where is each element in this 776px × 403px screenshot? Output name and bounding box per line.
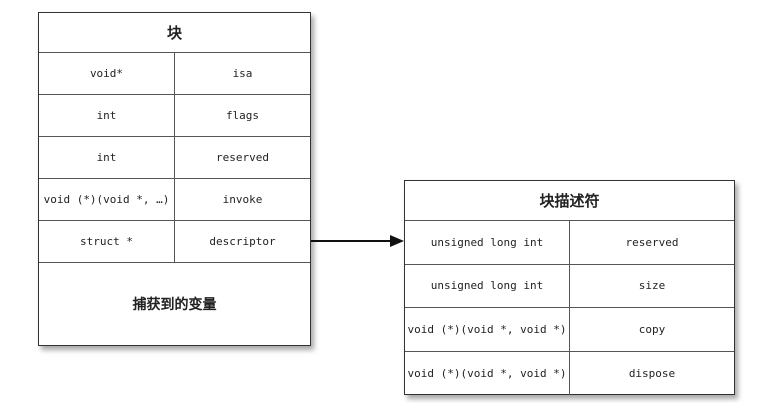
descriptor-row-dispose: void (*)(void *, void *) dispose [405, 351, 734, 395]
descriptor-row-size: unsigned long int size [405, 264, 734, 308]
field-type: unsigned long int [430, 235, 544, 249]
field-name: copy [569, 308, 734, 351]
field-type: int [96, 151, 117, 164]
field-type: unsigned long int [430, 279, 544, 293]
block-row-isa: void* isa [39, 53, 310, 95]
block-title: 块 [39, 13, 310, 53]
field-type: void (*)(void *, void *) [407, 322, 567, 336]
field-type: void (*)(void *, …) [43, 193, 170, 206]
descriptor-row-reserved: unsigned long int reserved [405, 221, 734, 265]
block-row-reserved: int reserved [39, 137, 310, 179]
field-name: isa [174, 53, 310, 94]
field-name: descriptor [174, 221, 310, 262]
captured-variables-label: 捕获到的变量 [132, 297, 217, 313]
field-name: invoke [174, 179, 310, 220]
field-type: int [96, 109, 117, 122]
field-name: dispose [569, 351, 734, 395]
field-type: struct * [80, 235, 133, 248]
block-row-flags: int flags [39, 95, 310, 137]
arrow-head [390, 235, 404, 247]
block-descriptor-box: 块描述符 unsigned long int reserved unsigned… [404, 180, 735, 395]
field-name: reserved [569, 221, 734, 264]
field-name: reserved [174, 137, 310, 178]
block-row-invoke: void (*)(void *, …) invoke [39, 179, 310, 221]
field-name: size [569, 264, 734, 307]
block-row-descriptor: struct * descriptor [39, 221, 310, 263]
descriptor-row-copy: void (*)(void *, void *) copy [405, 308, 734, 352]
descriptor-title: 块描述符 [405, 181, 734, 221]
block-struct-box: 块 void* isa int flags int reserved void … [38, 12, 311, 346]
field-type: void (*)(void *, void *) [407, 366, 567, 380]
field-type: void* [89, 67, 124, 80]
field-name: flags [174, 95, 310, 136]
